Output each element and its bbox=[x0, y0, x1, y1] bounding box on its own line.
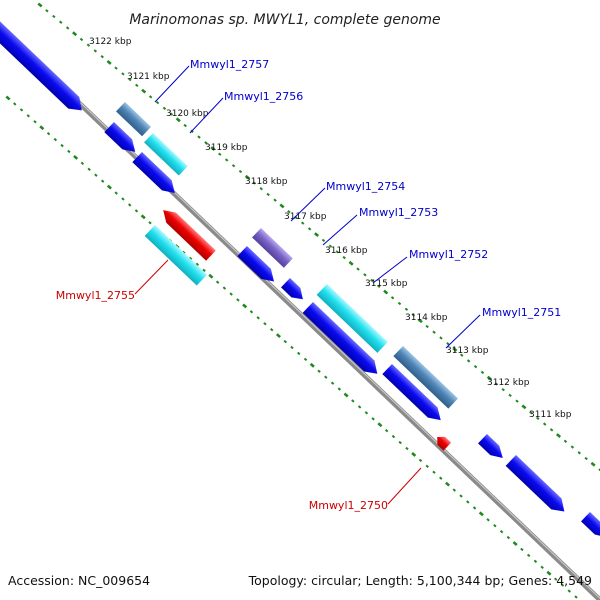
gene-block-3117[interactable] bbox=[237, 246, 278, 287]
gene-label-mmwyl1-2757[interactable]: Mmwyl1_2757 bbox=[190, 58, 269, 71]
tick-label-3115: 3115 kbp bbox=[365, 279, 408, 289]
gene-label-mmwyl1-2754[interactable]: Mmwyl1_2754 bbox=[326, 180, 405, 193]
tick-dots-lower bbox=[5, 95, 578, 599]
gene-mmwyl1-2750[interactable] bbox=[433, 433, 452, 451]
gene-block-3113[interactable] bbox=[382, 364, 445, 425]
gene-block-3112[interactable] bbox=[478, 434, 507, 463]
gene-label-mmwyl1-2751[interactable]: Mmwyl1_2751 bbox=[482, 306, 561, 319]
map-title: Marinomonas sp. MWYL1, complete genome bbox=[129, 12, 440, 28]
gene-mmwyl1-2756[interactable] bbox=[144, 133, 188, 176]
gene-label-mmwyl1-2756[interactable]: Mmwyl1_2756 bbox=[224, 90, 303, 103]
tick-label-3119: 3119 kbp bbox=[205, 143, 248, 153]
genome-summary-text: Topology: circular; Length: 5,100,344 bp… bbox=[248, 573, 592, 588]
gene-label-mmwyl1-2753[interactable]: Mmwyl1_2753 bbox=[359, 206, 438, 219]
accession-text: Accession: NC_009654 bbox=[8, 573, 151, 588]
gene-labels: Mmwyl1_2757 Mmwyl1_2756 Mmwyl1_2754 Mmwy… bbox=[56, 58, 562, 512]
gene-track bbox=[0, 8, 600, 542]
gene-mmwyl1-2757[interactable] bbox=[116, 102, 152, 137]
gene-mmwyl1-2751[interactable] bbox=[393, 346, 458, 409]
tick-label-3112: 3112 kbp bbox=[487, 378, 530, 388]
gene-block-edge[interactable] bbox=[581, 512, 600, 542]
label-leader-lines bbox=[134, 65, 481, 505]
tick-label-3114: 3114 kbp bbox=[405, 313, 448, 323]
tick-label-3120: 3120 kbp bbox=[166, 109, 209, 119]
gene-block-upper-left[interactable] bbox=[0, 8, 87, 116]
gene-label-mmwyl1-2750[interactable]: Mmwyl1_2750 bbox=[309, 499, 388, 512]
tick-dot-lines bbox=[5, 2, 600, 599]
gene-block-3116[interactable] bbox=[281, 278, 307, 304]
tick-dots-upper bbox=[37, 2, 600, 472]
tick-label-3113: 3113 kbp bbox=[446, 346, 489, 356]
tick-label-3117: 3117 kbp bbox=[284, 212, 327, 222]
tick-label-3118: 3118 kbp bbox=[245, 177, 288, 187]
genome-backbone bbox=[0, 24, 600, 600]
gene-block-3121[interactable] bbox=[104, 122, 140, 157]
gene-block-3111[interactable] bbox=[505, 455, 570, 517]
tick-label-3116: 3116 kbp bbox=[325, 246, 368, 256]
gene-red-reverse[interactable] bbox=[158, 205, 216, 261]
gene-mmwyl1-2754[interactable] bbox=[252, 228, 293, 268]
tick-label-3121: 3121 kbp bbox=[127, 72, 170, 82]
tick-labels: 3122 kbp 3121 kbp 3120 kbp 3119 kbp 3118… bbox=[89, 37, 572, 420]
gene-label-mmwyl1-2752[interactable]: Mmwyl1_2752 bbox=[409, 248, 488, 261]
tick-label-3111: 3111 kbp bbox=[529, 410, 572, 420]
gene-mmwyl1-2753[interactable] bbox=[302, 302, 383, 379]
gene-mmwyl1-2752[interactable] bbox=[316, 284, 388, 353]
tick-label-3122: 3122 kbp bbox=[89, 37, 132, 47]
gene-block-3119[interactable] bbox=[132, 152, 179, 198]
gene-label-mmwyl1-2755[interactable]: Mmwyl1_2755 bbox=[56, 289, 135, 302]
gene-mmwyl1-2755[interactable] bbox=[144, 225, 208, 286]
